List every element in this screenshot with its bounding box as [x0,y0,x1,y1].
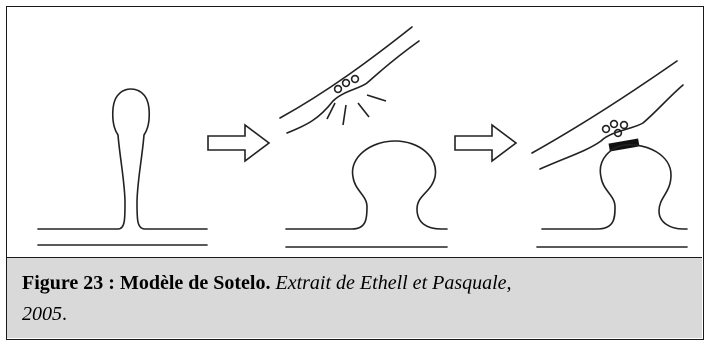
axon-upper-membrane-3 [531,60,678,154]
dendrite-membrane-1 [37,88,208,230]
caption-source-year: 2005 [22,303,62,325]
release-ray [366,94,387,102]
release-ray [326,102,336,120]
dendrite-membrane-2 [285,140,448,230]
caption-source-prefix: Extrait de [275,272,355,294]
axon-upper-membrane-2 [279,26,413,119]
stage-3-synapse [531,60,688,248]
vesicle [613,128,623,138]
vesicle [333,84,343,94]
axon-lower-membrane-2 [286,40,420,134]
stage-1-filopodium [37,88,208,246]
arrow-2-icon [454,123,518,163]
arrow-1-icon [207,123,271,163]
figure-caption: Figure 23 : Modèle de Sotelo. Extrait de… [7,257,702,338]
release-ray [357,102,370,118]
caption-source-authors: Ethell et Pasquale, [359,272,512,294]
figure-frame: Figure 23 : Modèle de Sotelo. Extrait de… [6,6,704,340]
vesicle [341,78,351,88]
vesicle [601,124,611,134]
release-ray [342,104,347,126]
dendrite-membrane-3 [541,144,688,230]
caption-end-period: . [62,303,67,325]
vesicle [350,74,360,84]
vesicle [619,120,629,130]
sotelo-model-diagram [37,26,688,248]
vesicle [609,119,619,129]
axon-lower-membrane-3 [539,84,684,170]
figure-label: Figure 23 : Modèle de Sotelo. [22,272,271,294]
stage-2-axon-contact [279,26,448,248]
